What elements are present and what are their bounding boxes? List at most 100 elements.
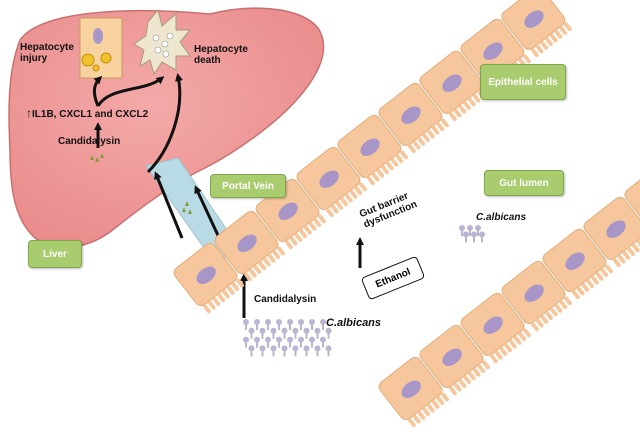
microvillus xyxy=(458,105,467,114)
fungus-cell xyxy=(270,345,277,352)
cell-nucleus xyxy=(319,170,339,188)
label-c-albicans-gut: C.albicans xyxy=(326,317,382,329)
up-arrow-icon: ↑ xyxy=(26,106,32,120)
microvillus xyxy=(477,364,486,374)
microvillus xyxy=(207,300,216,310)
microvillus xyxy=(376,169,385,178)
microvillus xyxy=(595,271,604,281)
cell-nucleus xyxy=(401,380,421,399)
liver-arrows xyxy=(92,73,364,318)
microvillus xyxy=(627,247,635,257)
microvillus xyxy=(441,118,449,128)
cell-nucleus xyxy=(524,10,544,28)
fungus-cell xyxy=(276,319,282,325)
fungus-cell xyxy=(475,225,481,231)
microvillus xyxy=(381,165,389,175)
label-hepatocyte-injury: Hepatocyte injury xyxy=(20,42,74,64)
microvillus xyxy=(600,268,609,278)
microvillus xyxy=(613,258,621,268)
cell-nucleus xyxy=(565,252,585,270)
microvillus xyxy=(436,396,445,406)
microvillus xyxy=(371,172,380,182)
microvillus xyxy=(426,129,435,139)
microvillus xyxy=(431,400,440,409)
microvillus xyxy=(313,218,322,228)
microvillus xyxy=(540,40,549,50)
microvillus xyxy=(490,354,498,364)
microvillus xyxy=(441,392,449,402)
fungus-cell xyxy=(259,345,266,352)
microvillus xyxy=(258,261,267,271)
microvillus xyxy=(549,33,558,43)
microvillus xyxy=(203,304,211,314)
c-albicans-cluster-lumen xyxy=(459,225,485,243)
fungus-cell xyxy=(320,319,326,325)
microvillus xyxy=(222,289,230,299)
microvillus xyxy=(436,122,445,131)
microvillus xyxy=(217,293,226,303)
fungus-cell xyxy=(281,345,288,352)
microvillus xyxy=(468,371,476,381)
tag-liver: Liver xyxy=(28,240,82,268)
microvillus xyxy=(345,193,353,203)
label-hepatocyte-death: Hepatocyte death xyxy=(194,44,248,66)
microvillus xyxy=(509,339,517,349)
microvillus xyxy=(277,246,285,256)
fungus-cell xyxy=(265,336,271,343)
label-candidalysin-liver: Candidalysin xyxy=(58,136,121,147)
fungus-cell xyxy=(243,319,249,325)
microvillus xyxy=(335,201,344,210)
microvillus xyxy=(422,407,431,417)
fungus-cell xyxy=(292,345,299,352)
microvillus xyxy=(248,268,257,278)
microvillus xyxy=(289,236,298,246)
microvillus xyxy=(408,144,416,154)
fungus-cell xyxy=(467,225,473,231)
microvillus xyxy=(472,368,481,377)
fungus-cell xyxy=(243,336,249,343)
microvillus xyxy=(212,297,221,306)
fungus-cell xyxy=(276,336,282,343)
cell-nucleus xyxy=(606,220,626,238)
microvillus xyxy=(564,22,572,32)
microvillus xyxy=(622,251,631,260)
microvillus xyxy=(427,403,435,413)
label-c-albicans-lumen: C.albicans xyxy=(476,212,527,223)
microvillus xyxy=(504,343,513,353)
microvillus xyxy=(581,283,590,292)
microvillus xyxy=(400,150,408,160)
microvillus xyxy=(559,26,568,35)
fungus-cell xyxy=(479,231,485,238)
microvillus xyxy=(482,360,490,370)
microvillus xyxy=(564,296,572,306)
fungus-cell xyxy=(325,345,332,352)
label-candidalysin-gut: Candidalysin xyxy=(254,294,317,305)
microvillus xyxy=(617,254,626,264)
fungus-cell xyxy=(298,336,304,343)
microvillus xyxy=(531,322,539,332)
microvillus xyxy=(359,182,367,192)
microvillus xyxy=(231,282,240,292)
microvillus xyxy=(453,108,462,118)
microvillus xyxy=(636,239,640,249)
microvillus xyxy=(540,315,549,324)
microvillus xyxy=(349,189,358,199)
fungus-cell xyxy=(463,231,469,238)
microvillus xyxy=(417,411,426,420)
fungus-cell xyxy=(325,327,332,334)
hepatocyte-death-cell xyxy=(133,8,192,76)
cell-nucleus xyxy=(196,266,216,285)
microvillus xyxy=(550,307,558,317)
microvillus xyxy=(545,311,553,321)
microvillus xyxy=(267,254,276,263)
microvillus xyxy=(467,97,476,107)
microvillus xyxy=(326,208,334,218)
fungus-cell xyxy=(314,345,321,352)
fungus-cell xyxy=(254,336,260,343)
fungus-cell xyxy=(320,336,326,343)
fungus-cell xyxy=(281,327,288,334)
fungus-cell xyxy=(314,327,321,334)
microvillus xyxy=(523,54,531,64)
